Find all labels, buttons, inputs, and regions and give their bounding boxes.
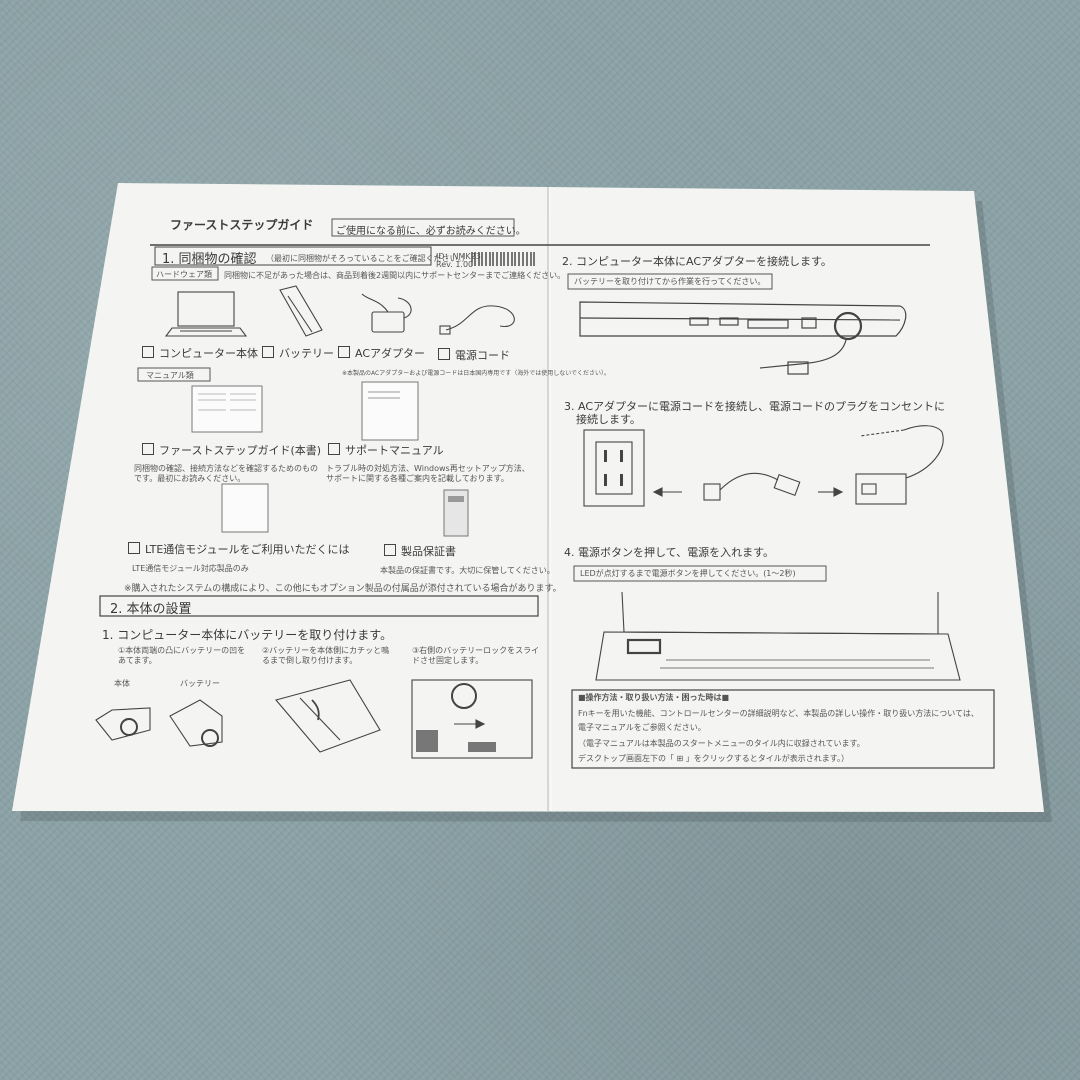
power-cord-illustration [439,305,515,335]
body-label: 本体 [114,679,130,688]
info-line-2: 電子マニュアルをご参照ください。 [578,723,706,732]
checkbox-icon [142,346,154,358]
section1-heading: 1. 同梱物の確認 [162,252,257,267]
item-computer: コンピューター本体 [142,345,258,361]
battery-illustration [279,285,323,337]
laptop-front-view [595,591,961,681]
hardware-tag: ハードウェア類 [156,270,212,279]
info-heading: ■操作方法・取り扱い方法・困った時は■ [578,693,730,702]
section2-heading: 2. 本体の設置 [110,602,192,617]
step2-title: 2. コンピューター本体にACアダプターを接続します。 [562,255,832,268]
doc-code-1: ID：NMK23 [436,252,481,261]
subtitle-note: ご使用になる前に、必ずお読みください。 [336,226,526,237]
checkbox-icon [438,348,450,360]
ac-note: ※本製品のACアダプターおよび電源コードは日本国内専用です（海外では使用しないで… [342,370,611,377]
checkbox-icon [262,346,274,358]
ac-adapter-connect-illustration [855,425,944,505]
laptop-side-view [579,301,907,375]
step1-sub-1: ①本体両端の凸にバッテリーの凹をあてます。 [118,646,246,665]
checkbox-icon [338,346,350,358]
info-line-4: デスクトップ画面左下の「 ⊞ 」をクリックするとタイルが表示されます。） [578,754,849,763]
info-line-1: Fnキーを用いた機能、コントロールセンターの詳細説明など、本製品の詳しい操作・取… [578,709,979,718]
step4-note: LEDが点灯するまで電源ボタンを押してください。(1～2秒) [580,569,796,578]
support-manual-thumb [361,381,419,441]
battery-label: バッテリー [180,679,220,688]
ac-adapter-illustration [361,293,412,333]
battery-install-step2 [275,679,381,753]
battery-install-step3 [411,679,533,759]
item-power-cord: 電源コード [438,347,510,363]
plug-cord-illustration [652,472,844,501]
lte-guide-thumb [221,483,269,533]
first-step-guide-desc: 同梱物の確認、接続方法などを確認するためのものです。最初にお読みください。 [134,464,318,483]
item-lte-guide: LTE通信モジュールをご利用いただくには [128,541,350,557]
step1-title: 1. コンピューター本体にバッテリーを取り付けます。 [102,628,393,642]
step4-title: 4. 電源ボタンを押して、電源を入れます。 [564,546,775,559]
step2-note: バッテリーを取り付けてから作業を行ってください。 [574,277,766,286]
checkbox-icon [384,544,396,556]
step3-title-1: 3. ACアダプターに電源コードを接続し、電源コードのプラグをコンセントに [564,400,946,413]
wall-outlet-illustration [583,429,645,507]
barcode [471,252,535,266]
step1-sub-3: ③右側のバッテリーロックをスライドさせ固定します。 [412,646,540,665]
laptop-illustration [164,291,248,337]
item-first-step-guide: ファーストステップガイド(本書) [142,442,321,458]
info-line-3: （電子マニュアルは本製品のスタートメニューのタイル内に収録されています。 [578,739,865,748]
item-support-manual: サポートマニュアル [328,442,444,458]
first-step-guide-thumb [191,385,263,433]
doc-code-2: Rev. 1.00 [436,260,474,269]
manual-tag: マニュアル類 [146,371,194,380]
hardware-note: 同梱物に不足があった場合は、商品到着後2週間以内にサポートセンターまでご連絡くだ… [224,271,566,280]
checkbox-icon [128,542,140,554]
lte-desc: LTE通信モジュール対応製品のみ [132,564,249,573]
step1-sub-2: ②バッテリーを本体側にカチッと鳴るまで倒し取り付けます。 [262,646,390,665]
step3-title-2: 接続します。 [576,413,641,426]
option-note: ※購入されたシステムの構成により、この他にもオプション製品の付属品が添付されてい… [124,584,562,594]
section1-heading-note: （最初に同梱物がそろっていることをご確認ください。） [266,254,470,263]
checkbox-icon [328,443,340,455]
battery-install-step1 [95,699,223,747]
checkbox-icon [142,443,154,455]
doc-title: ファーストステップガイド [170,218,314,232]
item-battery: バッテリー [262,345,334,361]
item-ac-adapter: ACアダプター [338,345,425,361]
item-warranty: 製品保証書 [384,543,456,559]
support-manual-desc: トラブル時の対処方法、Windows再セットアップ方法、サポートに関する各種ご案… [326,464,530,483]
warranty-desc: 本製品の保証書です。大切に保管してください。 [380,566,555,575]
